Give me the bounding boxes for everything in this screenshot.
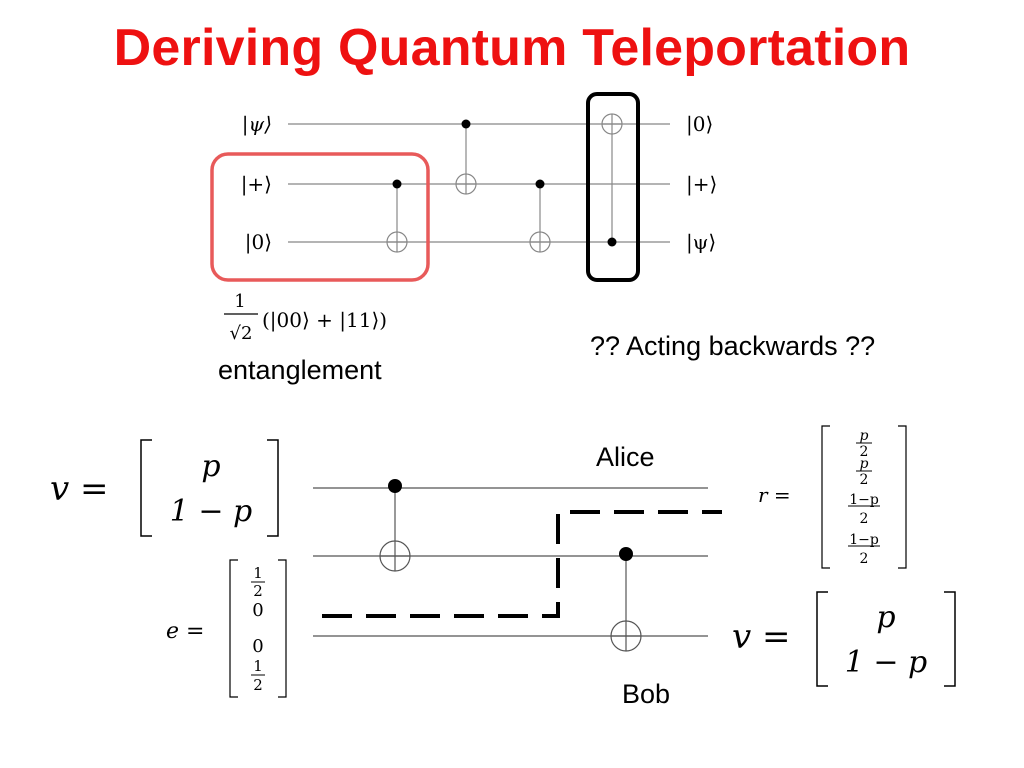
entanglement-label: entanglement <box>218 355 382 385</box>
backwards-label: ?? Acting backwards ?? <box>590 331 875 361</box>
right-bracket <box>267 439 279 537</box>
control-dot <box>461 119 471 129</box>
v-input-vector: v = p 1 − p <box>50 439 279 537</box>
v-input-entry-2: 1 − p <box>170 494 253 529</box>
page-title: Deriving Quantum Teleportation <box>113 19 911 77</box>
left-bracket <box>821 425 830 569</box>
backwards-highlight-box <box>586 92 640 282</box>
top-input-label-plus: |+⟩ <box>241 172 272 197</box>
left-bracket <box>816 591 828 687</box>
bell-state-fraction-denominator: √2 <box>230 323 253 344</box>
alice-label: Alice <box>596 442 655 472</box>
control-dot <box>392 179 402 189</box>
control-dot <box>619 547 633 561</box>
e-lhs: e = <box>166 619 204 644</box>
top-output-label-plus: |+⟩ <box>686 172 717 197</box>
left-bracket <box>140 439 152 537</box>
right-bracket <box>944 591 956 687</box>
e-entry-3: 0 <box>252 636 263 657</box>
cnot-gate-bob-bottom <box>610 547 642 652</box>
v-input-entry-1: p <box>201 449 220 484</box>
e-entry-2: 0 <box>252 600 263 621</box>
r-entry-3-den: 2 <box>860 511 869 527</box>
r-entry-4-den: 2 <box>860 551 869 567</box>
cnot-gate-alice <box>455 119 477 195</box>
control-dot <box>388 479 402 493</box>
bottom-circuit: Alice Bob v = p 1 − p e = 1 2 0 0 1 2 r … <box>50 425 956 709</box>
control-dot <box>607 237 617 247</box>
e-entry-1-den: 2 <box>253 582 263 600</box>
alice-bob-divider <box>322 510 722 618</box>
cnot-gate-backwards <box>601 113 623 247</box>
bell-state-expression: (|00⟩ + |11⟩) <box>262 308 387 333</box>
r-lhs: r = <box>758 483 791 507</box>
top-output-label-psi: |ψ⟩ <box>686 230 716 255</box>
v-output-lhs: v = <box>732 617 791 657</box>
control-dot <box>535 179 545 189</box>
right-bracket <box>898 425 907 569</box>
right-bracket <box>278 559 287 698</box>
v-output-entry-2: 1 − p <box>845 645 928 680</box>
e-vector: e = 1 2 0 0 1 2 <box>166 559 287 698</box>
r-entry-4-num: 1−p <box>849 532 879 548</box>
r-entry-1-den: 2 <box>860 444 869 460</box>
e-entry-1-num: 1 <box>253 564 263 582</box>
v-input-lhs: v = <box>50 469 109 509</box>
top-circuit: |ψ⟩ |+⟩ |0⟩ |0⟩ |+⟩ |ψ⟩ <box>210 92 875 385</box>
top-input-label-psi: |ψ⟩ <box>242 112 272 137</box>
bob-label: Bob <box>622 679 670 709</box>
r-vector: r = p 2 p 2 1−p 2 1−p 2 <box>758 425 907 569</box>
bell-state-fraction-numerator: 1 <box>234 291 245 312</box>
r-entry-2-den: 2 <box>860 472 869 488</box>
entanglement-highlight-box <box>210 152 430 282</box>
left-bracket <box>229 559 238 698</box>
e-entry-4-den: 2 <box>253 676 263 694</box>
r-entry-1-num: p <box>860 428 869 444</box>
cnot-gate-alice-bottom <box>379 479 411 572</box>
top-output-label-zero: |0⟩ <box>686 112 713 137</box>
cnot-gate-bob <box>529 179 551 253</box>
r-entry-3-num: 1−p <box>849 492 879 508</box>
cnot-gate-entangle <box>386 179 408 253</box>
top-input-label-zero: |0⟩ <box>245 230 272 255</box>
v-output-vector: v = p 1 − p <box>732 591 956 687</box>
e-entry-4-num: 1 <box>253 657 263 675</box>
v-output-entry-1: p <box>876 600 895 635</box>
r-entry-2-num: p <box>860 456 869 472</box>
